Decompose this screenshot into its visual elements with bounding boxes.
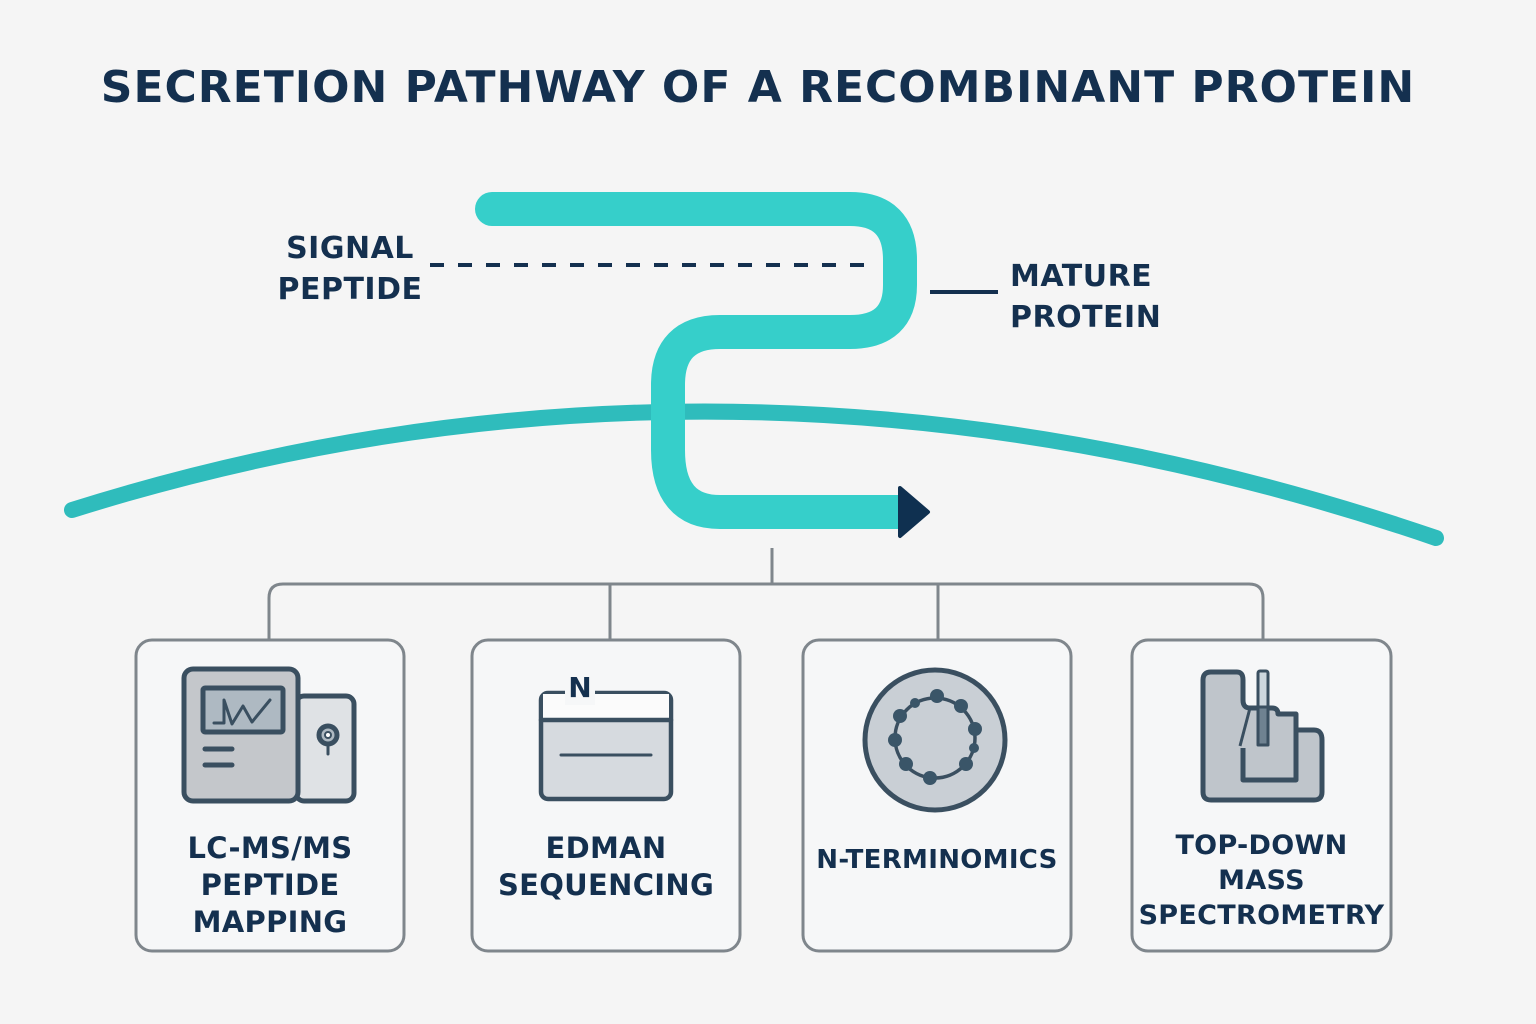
method-label-line: N-TERMINOMICS <box>816 845 1058 875</box>
mature-protein-label: MATURE PROTEIN <box>1010 256 1161 338</box>
method-label-line: PEPTIDE <box>200 868 340 902</box>
arrowhead-icon <box>898 486 930 538</box>
mass-spectrometer-icon <box>1200 669 1325 803</box>
method-label-lcms: LC-MS/MS PEPTIDE MAPPING <box>136 830 404 941</box>
mature-protein-label-line1: MATURE <box>1010 259 1153 294</box>
method-label-line: EDMAN <box>545 831 667 865</box>
protein-chain <box>475 192 917 529</box>
method-label-line: TOP-DOWN <box>1175 830 1348 861</box>
connector-tree <box>267 548 1265 640</box>
method-label-nterminomics: N-TERMINOMICS <box>803 842 1071 879</box>
method-label-edman: EDMAN SEQUENCING <box>472 830 740 904</box>
method-label-topdown: TOP-DOWN MASS SPECTROMETRY <box>1132 828 1391 933</box>
mature-protein-label-line2: PROTEIN <box>1010 300 1162 335</box>
signal-peptide-label-line2: PEPTIDE <box>277 272 423 307</box>
signal-peptide-label: SIGNAL PEPTIDE <box>270 228 430 310</box>
edman-sequencer-icon <box>538 675 674 802</box>
signal-peptide-label-line1: SIGNAL <box>286 231 414 266</box>
cell-membrane <box>64 403 1444 546</box>
peptide-ring-icon <box>862 667 1008 813</box>
method-label-line: MAPPING <box>192 905 348 939</box>
n-terminus-letter: N <box>568 671 591 704</box>
diagram-title: SECRETION PATHWAY OF A RECOMBINANT PROTE… <box>100 62 1416 113</box>
lc-ms-instrument-icon <box>181 666 357 804</box>
method-label-line: SEQUENCING <box>497 868 715 902</box>
method-label-line: LC-MS/MS <box>187 831 353 865</box>
method-label-line: MASS <box>1218 865 1305 896</box>
method-label-line: SPECTROMETRY <box>1138 900 1385 931</box>
